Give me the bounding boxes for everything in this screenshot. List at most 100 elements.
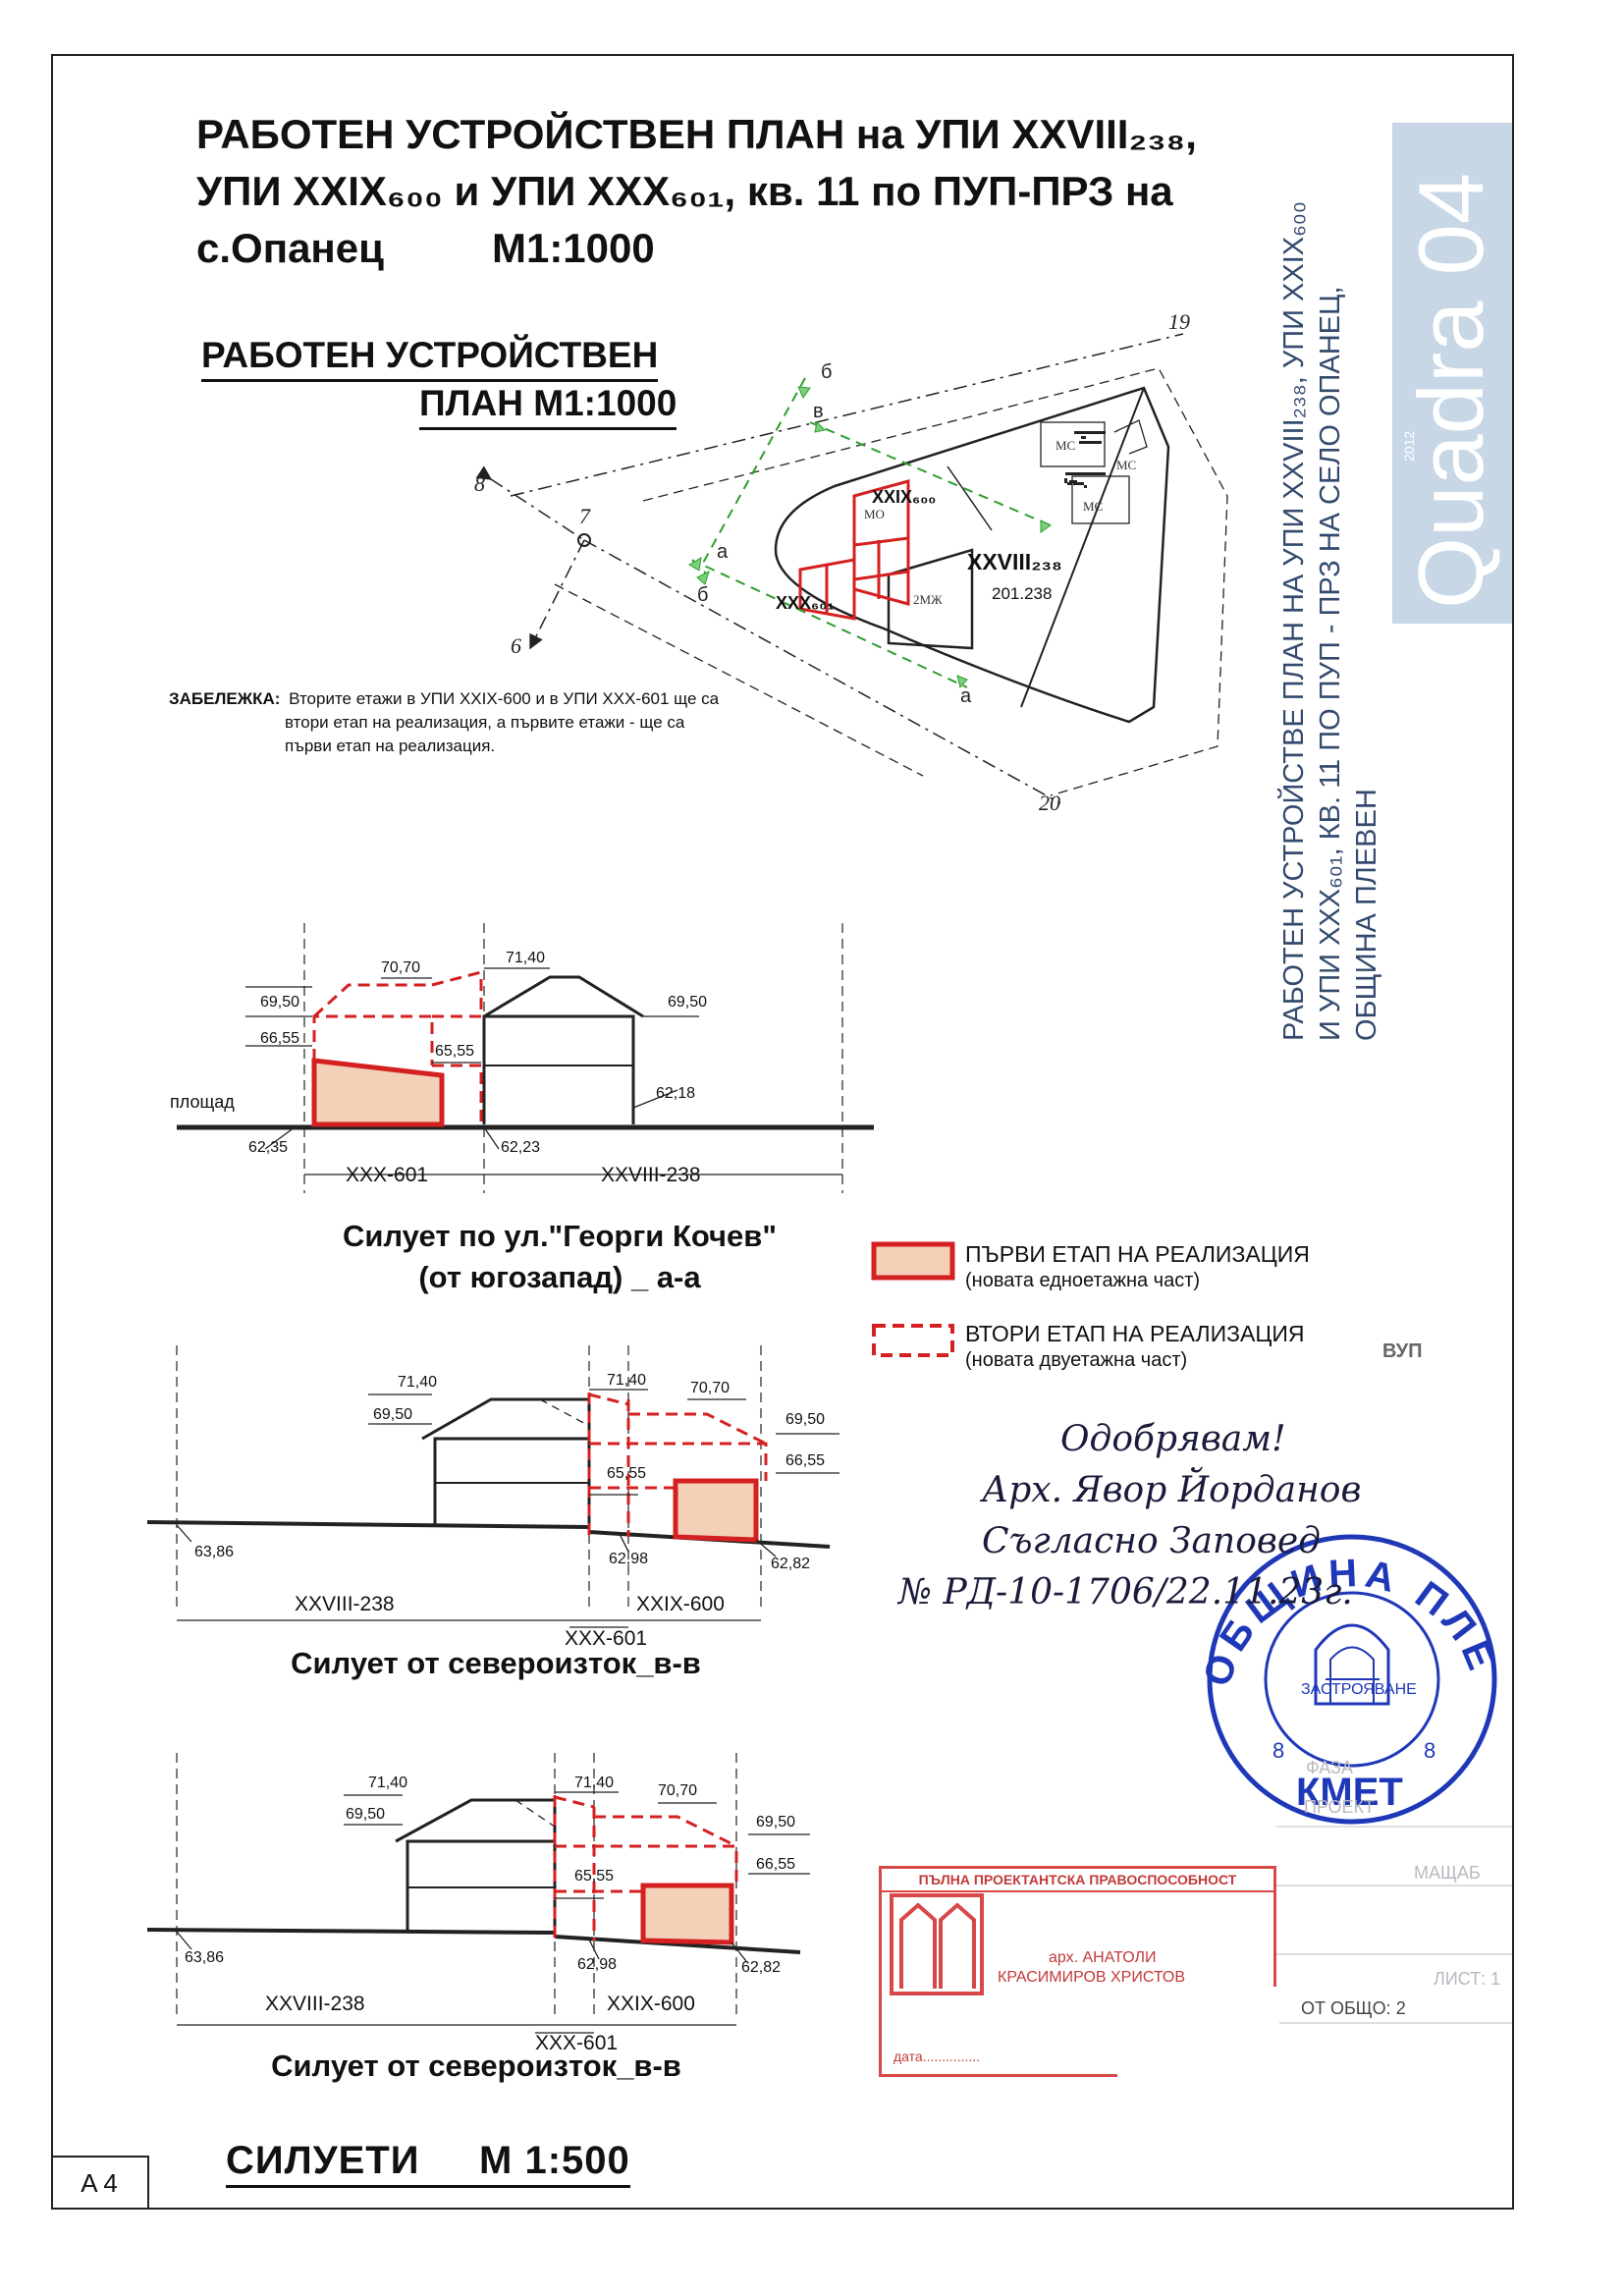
section-vv-2-labels: 71,40 69,50 71,40 70,70 69,50 66,55 65,5… [185,1775,795,2054]
s3-el-6950r: 69,50 [756,1814,795,1831]
section-vv-1-caption: Силует от североизток_в-в [291,1646,701,1680]
label-ms-2: МС [1116,458,1136,472]
document-title: РАБОТЕН УСТРОЙСТВЕН ПЛАН на УПИ XXVIII₂₃… [196,106,1276,277]
plan-point-labels: 19 20 8 7 6 [474,309,1190,815]
seal-n-left: 8 [1272,1738,1284,1763]
dim-xxx-601: XXX-601 [346,1164,428,1186]
title-line-3: с.Опанец M1:1000 [196,220,1276,277]
seal-bottom: КМЕТ [1296,1771,1403,1814]
plan-heading: РАБОТЕН УСТРОЙСТВЕН ПЛАН M1:1000 [201,334,677,430]
legend-second-sub: (новата двуетажна част) [965,1349,1188,1371]
quadra-logo-bg [1392,123,1512,624]
title-line-1: РАБОТЕН УСТРОЙСТВЕН ПЛАН на УПИ XXVIII₂₃… [196,111,1197,157]
stamp-logo [890,1893,984,1995]
point-7: 7 [579,504,591,528]
section-line-a [700,377,968,688]
s2-el-6950: 69,50 [373,1406,412,1423]
point-6: 6 [511,633,521,658]
first-stage-2 [673,1478,759,1543]
titleblock-total: ОТ ОБЩО: 2 [1301,1998,1406,2018]
section-a-left: а [717,541,729,563]
titleblock-sheet: ЛИСТ: 1 [1434,1969,1501,1989]
street-axis-20 [583,539,1061,804]
point-8: 8 [474,471,485,496]
section-v-top: в [813,401,824,422]
paper-size-cell: A 4 [51,2156,149,2210]
house-28-roof [483,975,644,1018]
s2-el-6298: 62,98 [609,1551,648,1567]
s2-el-6386: 63,86 [194,1544,234,1560]
titleblock-lines [1276,1826,1512,2024]
plot-boundary-28 [1020,387,1145,708]
designer-stamp: ПЪЛНА ПРОЕКТАНТСКА ПРАВОСПОСОБНОСТ арх. … [879,1866,1279,2080]
house-28-body-2 [433,1437,591,1530]
approval-line-2: Арх. Явор Йорданов [982,1470,1362,1510]
stamp-date: дата............... [893,2049,981,2064]
first-stage-1 [311,1058,445,1127]
el-7140: 71,40 [506,950,545,966]
s2-el-7140b: 71,40 [607,1372,646,1389]
s3-dim-xxx-601: XXX-601 [535,2032,618,2054]
plan-heading-line-1: РАБОТЕН УСТРОЙСТВЕН [201,334,659,382]
s3-el-7140: 71,40 [368,1775,407,1791]
s2-el-6655: 66,55 [785,1452,825,1469]
new-buildings-red [798,479,910,621]
second-stage-2 [587,1393,768,1537]
titleblock-project: ПРОЕКТ [1304,1797,1376,1817]
s3-el-6555: 65,55 [574,1868,614,1885]
square-label: площад [170,1092,235,1112]
seal-n-right: 8 [1424,1738,1435,1763]
paper-size: A 4 [81,2168,118,2198]
site-plan [475,333,1228,804]
legend-first-title: ПЪРВИ ЕТАП НА РЕАЛИЗАЦИЯ [965,1241,1310,1267]
ground-line-2 [146,1520,590,1529]
section-aa-caption-2: (от югозапад) _ а-а [418,1260,701,1294]
note-label: ЗАБЕЛЕЖКА: [169,689,281,708]
section-aa [177,923,874,1193]
s2-dim-xxix-600: XXIX-600 [636,1593,725,1615]
section-b-left: б [697,584,708,606]
s2-el-7070: 70,70 [690,1380,730,1396]
section-vv-2 [146,1753,810,2034]
label-upi29: XXIX₆₀₀ [872,487,936,507]
section-aa-labels: 69,50 70,70 71,40 69,50 66,55 65,55 62,1… [170,950,707,1186]
sheet-title: СИЛУЕТИ M 1:500 [226,2139,630,2188]
upi29-building [852,479,910,606]
sheet-frame [51,54,1514,2210]
house-28-roof-2 [421,1397,591,1441]
note-line-2: втори етап на реализация, а първите етаж… [285,713,685,732]
note-line-1: Вторите етажи в УПИ XXIX-600 и в УПИ XXX… [289,689,720,708]
street-axis-6 [529,539,585,650]
s3-el-7140b: 71,40 [574,1775,614,1791]
dim-xxviii-238: XXVIII-238 [601,1164,701,1186]
stamp-role: арх. АНАТОЛИ [1049,1949,1157,1966]
approval-line-1: Одобрявам! [1060,1419,1286,1459]
label-upi28-area: 201.238 [992,584,1052,603]
junction-point-7 [577,533,591,547]
title-place: с.Опанец [196,225,384,271]
s3-el-6950: 69,50 [346,1806,385,1823]
building-ms-1 [1040,421,1106,467]
building-ms-2-step [1113,419,1148,455]
section-arrows [688,386,1052,689]
el-6218: 62,18 [656,1085,695,1102]
legend-swatch-first [871,1241,955,1281]
second-stage-1 [312,970,483,1124]
house-28-roof-3 [395,1798,557,1843]
block-boundary [774,386,1170,724]
s2-dim-xxx-601: XXX-601 [565,1627,647,1650]
section-aa-caption-1: Силует по ул."Георги Кочев" [342,1219,778,1253]
section-vv-2-caption: Силует от североизток_в-в [271,2049,681,2083]
second-stage-3 [553,1795,738,1940]
municipal-seal [1207,1534,1497,1825]
el-6655: 66,55 [260,1030,299,1047]
plot-labels: XXIX₆₀₀ XXVIII₂₃₈ 201.238 XXX₆₀₁ [776,487,1062,613]
street-axis-19 [510,333,1184,497]
legend-second: ВТОРИ ЕТАП НА РЕАЛИЗАЦИЯ (новата двуетаж… [965,1321,1304,1374]
stamp-header: ПЪЛНА ПРОЕКТАНТСКА ПРАВОСПОСОБНОСТ [882,1869,1273,1892]
point-19: 19 [1168,309,1190,334]
s2-el-6555: 65,55 [607,1465,646,1482]
title-scale: M1:1000 [491,225,655,271]
label-upi30: XXX₆₀₁ [776,593,835,613]
